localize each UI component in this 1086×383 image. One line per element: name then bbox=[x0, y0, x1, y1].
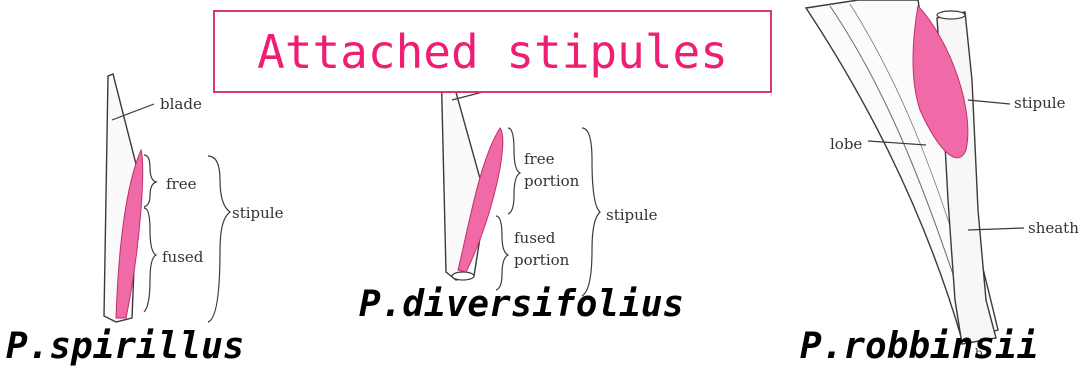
figure-diversifolius: blade free portion fused portion stipule bbox=[441, 60, 658, 296]
figure-robbinsii: stipule lobe sheath b bbox=[806, 0, 1079, 360]
diversifolius-stipule-label: stipule bbox=[606, 206, 658, 224]
diversifolius-free-label: free bbox=[524, 150, 555, 168]
species-label-diversifolius: P.diversifolius bbox=[359, 284, 684, 325]
species-label-robbinsii: P.robbinsii bbox=[800, 326, 1038, 367]
title-box: Attached stipules bbox=[213, 10, 772, 93]
diversifolius-portion-label: portion bbox=[524, 172, 580, 190]
robbinsii-lobe-label: lobe bbox=[830, 135, 862, 153]
robbinsii-stipule-label: stipule bbox=[1014, 94, 1066, 112]
spirillus-stipule-label: stipule bbox=[232, 204, 284, 222]
diversifolius-portion2-label: portion bbox=[514, 251, 570, 269]
robbinsii-sheath-label: sheath bbox=[1028, 219, 1079, 237]
title-text: Attached stipules bbox=[257, 25, 728, 79]
diversifolius-fused-label: fused bbox=[514, 229, 556, 247]
spirillus-blade-label: blade bbox=[160, 95, 202, 113]
spirillus-fused-label: fused bbox=[162, 248, 204, 266]
spirillus-free-label: free bbox=[166, 175, 197, 193]
figure-spirillus: blade free fused stipule bbox=[104, 74, 284, 322]
species-label-spirillus: P.spirillus bbox=[6, 326, 244, 367]
